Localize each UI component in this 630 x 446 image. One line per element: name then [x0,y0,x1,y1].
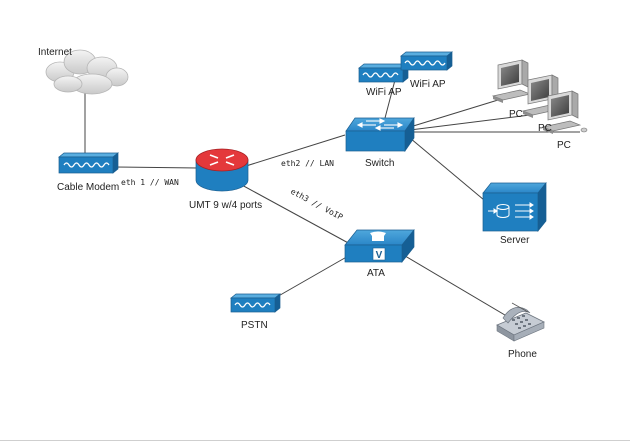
wifi-ap-icon-2 [400,51,453,71]
link-switch-pc1 [409,99,499,128]
ata-label: ATA [367,268,385,279]
phone-label: Phone [508,349,537,360]
router-icon [195,148,249,192]
router-label: UMT 9 w/4 ports [189,200,262,211]
wifi-ap-icon-1 [358,63,409,83]
canvas-bottom-border [0,440,630,441]
link-label-wan: eth 1 // WAN [121,178,179,187]
link-ata-phone [394,249,511,319]
pstn-icon [230,293,281,313]
server-icon [482,182,547,232]
ata-icon: V [344,229,415,263]
link-label-voip: eth3 // VoIP [289,187,344,222]
pstn-label: PSTN [241,320,268,331]
switch-label: Switch [365,158,394,169]
wifi-ap-label-1: WiFi AP [366,87,402,98]
link-router-ata [239,183,353,246]
link-switch-pc2 [409,114,531,131]
phone-icon [496,302,545,342]
wifi-ap-label-2: WiFi AP [410,79,446,90]
internet-label: Internet [38,47,72,58]
pc-icon-1 [491,59,532,103]
pc-label-3: PC [557,140,571,151]
switch-icon [345,116,415,153]
link-switch-server [409,137,491,206]
ata-badge [372,247,386,261]
pc-icon-2 [521,74,562,118]
link-modem-router [112,166,199,169]
pc-icon-3 [541,90,588,134]
link-switch-wifi [384,79,396,119]
link-router-switch [245,134,346,167]
server-label: Server [500,235,530,246]
pc-label-2: PC [538,123,552,134]
cable-modem-icon [58,152,119,174]
link-ata-pstn [267,254,351,303]
pc-label-1: PC [509,109,523,120]
connections [84,79,580,319]
link-label-lan: eth2 // LAN [281,159,334,168]
internet-cloud-icon [45,49,129,95]
cable-modem-label: Cable Modem [57,182,119,193]
ata-badge-letter: V [376,250,383,261]
